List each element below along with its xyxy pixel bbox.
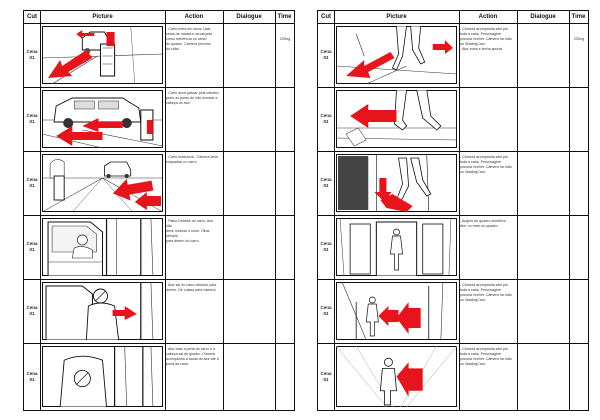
cut-label: Cena 01	[320, 370, 332, 382]
storyboard-row: Cena 01 - Câmera acompanha ator por toda…	[318, 279, 588, 344]
feet-walking-floor-sketch	[336, 90, 457, 148]
cut-label: Cena 01	[26, 49, 38, 60]
header-cut: Cut	[27, 14, 37, 20]
header-action: Action	[478, 14, 498, 20]
action-text: - Câmera acompanha ator por toda a casa.…	[460, 27, 512, 51]
storyboard-row: Cena 01 - Ator bate a porta do carro e a…	[24, 343, 294, 410]
storyboard-row: Cena 01 - Plano Detalhe do carro. Ator n…	[24, 215, 294, 280]
sketch-panel	[336, 282, 457, 340]
header-row: Cut Picture Action Dialogue Time	[24, 11, 294, 24]
storyboard-row: Cena 01 - Câmera acompanha ator por toda…	[318, 343, 588, 410]
header-dialogue: Dialogue	[236, 14, 262, 20]
action-text: - Câmera acompanha ator por toda a casa.…	[460, 155, 512, 174]
actor-exits-car-sketch	[42, 282, 163, 340]
storyboard-row: Cena 01 - Carro deve passar pe	[24, 87, 294, 152]
header-picture: Picture	[92, 14, 113, 20]
action-text: - Angulo de quadro simétrico. Ator no me…	[460, 219, 507, 228]
cut-label: Cena 01	[320, 49, 332, 60]
sketch-panel	[336, 218, 457, 276]
sketch-panel	[336, 346, 457, 407]
action-text: - Plano Detalhe do carro. Ator não deve …	[166, 219, 214, 243]
storyboard-page-right: Cut Picture Action Dialogue Time Cena 01	[317, 10, 589, 411]
car-approaching-sketch	[42, 26, 163, 84]
storyboard-row: Cena 01 - Carro estaciona . Câ	[24, 151, 294, 216]
actor-corridor-arrows-sketch	[336, 282, 457, 340]
action-text: - Ator sai do carro olhando para dentro.…	[166, 283, 217, 292]
sketch-panel	[42, 218, 163, 276]
car-passing-sketch	[42, 90, 163, 148]
sketch-panel	[336, 26, 457, 84]
storyboard-row: Cena 01	[318, 87, 588, 152]
header-time: Time	[277, 14, 292, 20]
cut-label: Cena 01	[26, 305, 38, 316]
time-text: 20Seg	[573, 37, 585, 41]
sketch-panel	[42, 26, 163, 84]
header-dialogue: Dialogue	[530, 14, 556, 20]
header-picture: Picture	[386, 14, 407, 20]
cut-label: Cena 01	[26, 370, 38, 382]
sketch-panel	[42, 90, 163, 148]
cut-label: Cena 01	[26, 241, 38, 252]
sketch-panel	[336, 154, 457, 212]
storyboard-row: Cena 01 - Ator sai do carro olhando para…	[24, 279, 294, 344]
storyboard-page-left: Cut Picture Action Dialogue Time Cena 01	[23, 10, 295, 411]
action-text: - Ator bate a porta do carro e a cabeça …	[166, 347, 219, 366]
car-parking-sketch	[42, 154, 163, 212]
sketch-panel	[42, 346, 163, 407]
header-row: Cut Picture Action Dialogue Time	[318, 11, 588, 24]
sketch-panel	[336, 90, 457, 148]
cut-label: Cena 01	[320, 305, 332, 316]
action-text: - Câmera acompanha ator por toda a casa.…	[460, 347, 512, 366]
cut-label: Cena 01	[320, 113, 332, 124]
cut-label: Cena 01	[320, 177, 332, 188]
action-text: - Carro estaciona . Câmera deve enquadra…	[166, 155, 219, 164]
action-text: - Câmera acompanha ator por toda a casa.…	[460, 283, 512, 302]
action-text: - Carro entra em cena. Usar cesta de mad…	[166, 27, 212, 51]
cut-label: Cena 01	[26, 177, 38, 188]
storyboard-row: Cena 01 - Câmera acompanha ator por toda…	[318, 23, 588, 88]
actor-walks-toward-camera-sketch	[336, 346, 457, 407]
cut-label: Cena 01	[26, 113, 38, 124]
storyboard-row: Cena 01 - Câmera acompanha ator por toda…	[318, 151, 588, 216]
sketch-panel	[42, 154, 163, 212]
car-door-detail-sketch	[42, 218, 163, 276]
header-time: Time	[571, 14, 586, 20]
action-text: - Carro deve passar pela câmera perto ao…	[166, 91, 219, 105]
actor-walking-feet-sketch	[336, 26, 457, 84]
time-text: 20Seg	[279, 37, 291, 41]
header-action: Action	[184, 14, 204, 20]
storyboard-row: Cena 01 - Angulo de quadro simétrico. At…	[318, 215, 588, 280]
cut-label: Cena 01	[320, 241, 332, 252]
walking-hallway-sketch	[336, 154, 457, 212]
actor-closes-door-sketch	[42, 346, 163, 407]
actor-doorway-sketch	[336, 218, 457, 276]
sketch-panel	[42, 282, 163, 340]
storyboard-row: Cena 01	[24, 23, 294, 88]
header-cut: Cut	[321, 14, 331, 20]
